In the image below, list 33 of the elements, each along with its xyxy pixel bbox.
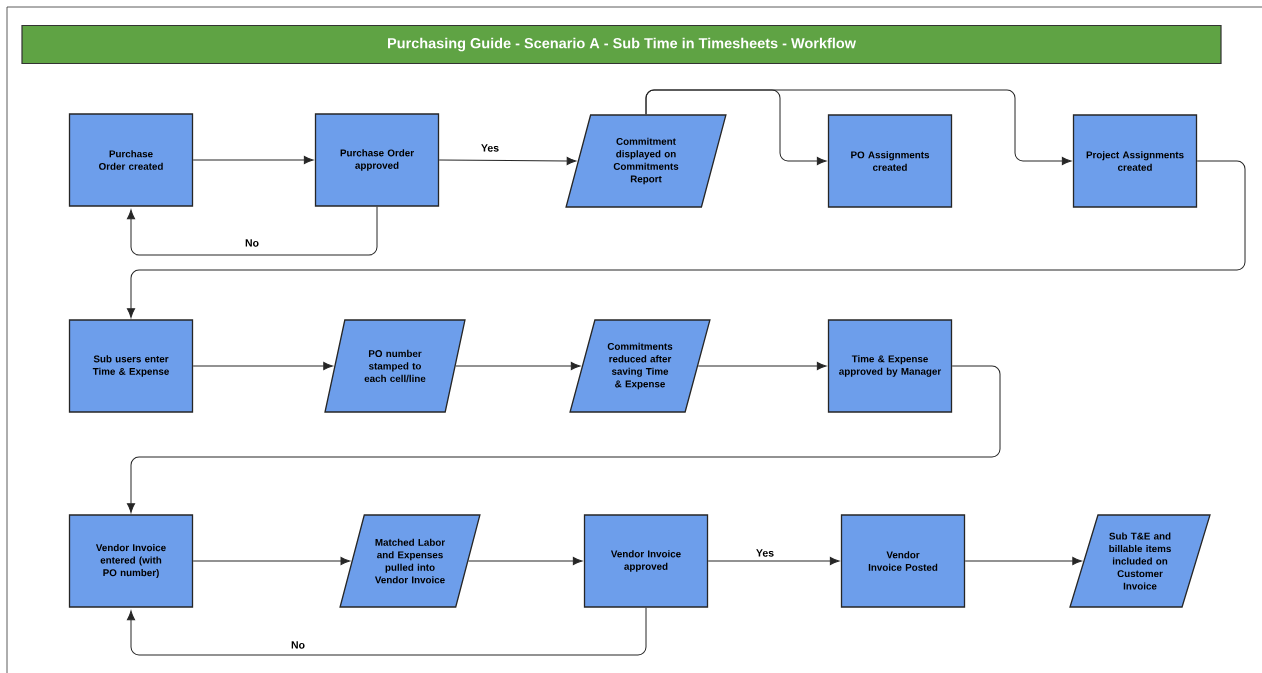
title-banner: Purchasing Guide - Scenario A - Sub Time in Timesheets - Workflow (21, 24, 1222, 65)
arrow (468, 556, 583, 566)
process-box: Project Assignments created (1072, 114, 1198, 208)
process-box: Sub users enter Time & Expense (68, 319, 194, 413)
process-box: Vendor Invoice Posted (840, 514, 966, 608)
process-box: Vendor Invoice entered (with PO number) (68, 514, 194, 608)
process-box: Purchase Order created (68, 113, 194, 207)
arrow (126, 160, 1246, 318)
arrow (126, 206, 378, 256)
process-box: Purchase Order approved (314, 113, 440, 207)
arrow (697, 361, 827, 371)
arrow (192, 155, 314, 165)
edge-label: No (290, 640, 306, 650)
data-parallelogram: Commitment displayed on Commitments Report (565, 114, 727, 208)
edge-label: No (244, 238, 260, 248)
arrow (455, 361, 581, 371)
arrow (192, 556, 351, 566)
arrow (438, 156, 577, 165)
edge-label: Yes (754, 548, 776, 558)
arrow (192, 361, 333, 371)
data-parallelogram: Sub T&E and billable items included on Customer Invoice (1069, 514, 1211, 608)
process-box: Vendor Invoice approved (583, 514, 709, 608)
data-parallelogram: Commitments reduced after saving Time & Expense (569, 319, 711, 413)
process-box: PO Assignments created (827, 114, 953, 208)
process-box: Time & Expense approved by Manager (827, 319, 953, 413)
data-parallelogram: PO number stamped to each cell/line (324, 319, 466, 413)
arrow (645, 89, 1072, 166)
arrow (707, 556, 840, 566)
arrow (126, 365, 1001, 513)
arrow (964, 556, 1082, 566)
data-parallelogram: Matched Labor and Expenses pulled into Vendor Invoice (339, 514, 481, 608)
arrow (126, 607, 647, 656)
edge-label: Yes (479, 143, 501, 153)
